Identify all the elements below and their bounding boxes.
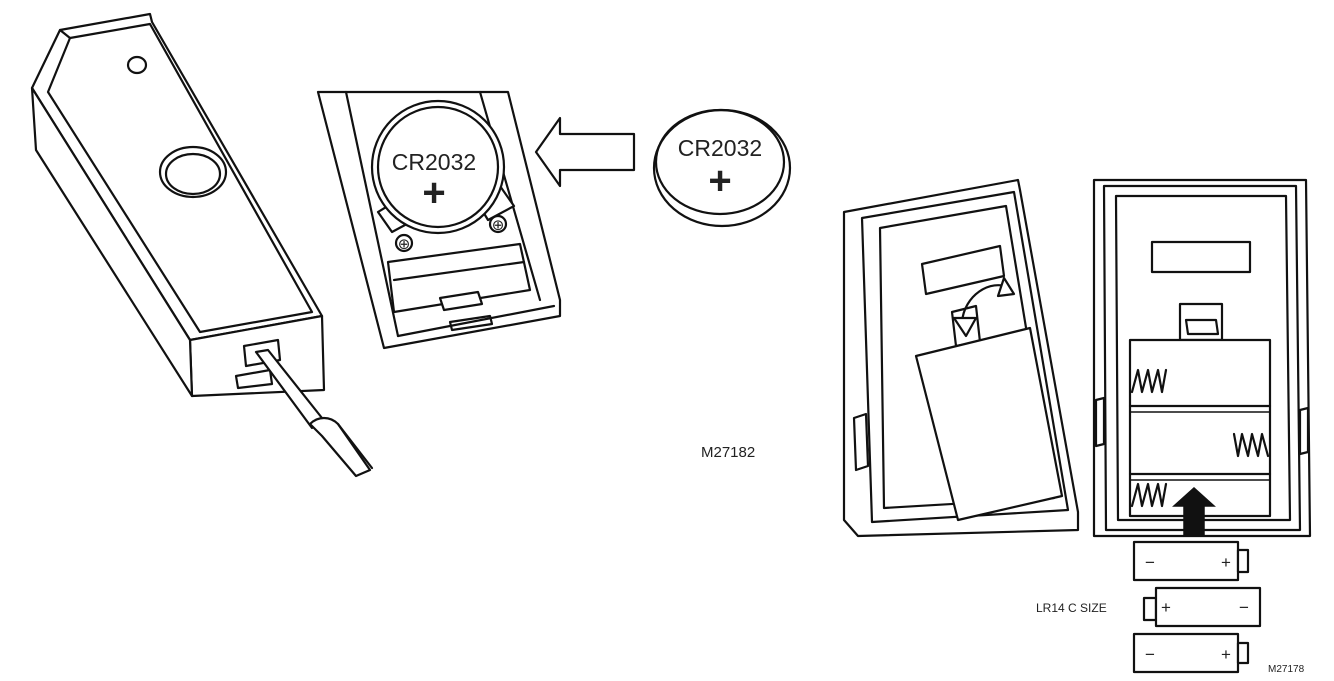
figure-code-right: M27178 [1268, 664, 1305, 675]
battery-3-right-sign: + [1221, 645, 1231, 664]
battery-2: + − [1142, 586, 1262, 628]
figure-code-left: M27182 [701, 444, 755, 461]
loose-cell-label: CR2032 [678, 135, 762, 161]
battery-2-left-sign: + [1161, 598, 1171, 617]
insert-arrow-icon [534, 116, 636, 188]
spring-icon [1130, 368, 1168, 394]
loose-coin-cell: CR2032 + [652, 108, 792, 228]
battery-size-label: LR14 C SIZE [1036, 601, 1107, 615]
led-hole-icon [126, 55, 148, 75]
spring-icon [1232, 432, 1270, 458]
loose-cell-polarity: + [708, 159, 731, 203]
battery-holder [1128, 338, 1272, 518]
installed-cell-label: CR2032 [392, 149, 476, 175]
battery-1-left-sign: − [1145, 553, 1155, 572]
contact-plus-icon [488, 214, 508, 234]
installed-cell-polarity: + [422, 171, 445, 215]
screwdriver-icon [254, 348, 374, 478]
battery-1-right-sign: + [1221, 553, 1231, 572]
battery-3: − + [1132, 632, 1250, 674]
contact-mark-left: ⊕ [398, 236, 411, 253]
battery-2-right-sign: − [1239, 598, 1249, 617]
push-button-housing [30, 12, 326, 398]
chime-back-housing [842, 178, 1080, 538]
battery-3-left-sign: − [1145, 645, 1155, 664]
push-button-icon [158, 145, 228, 199]
contact-mark-right: ⊕ [492, 217, 505, 234]
insert-up-arrow-icon [1172, 486, 1216, 537]
chime-open-housing [1092, 178, 1312, 538]
battery-1: − + [1132, 540, 1250, 582]
installed-coin-cell: CR2032 + [370, 99, 506, 235]
spring-icon [1130, 482, 1168, 508]
label-window [1150, 240, 1252, 274]
contact-plus-icon [394, 233, 414, 253]
